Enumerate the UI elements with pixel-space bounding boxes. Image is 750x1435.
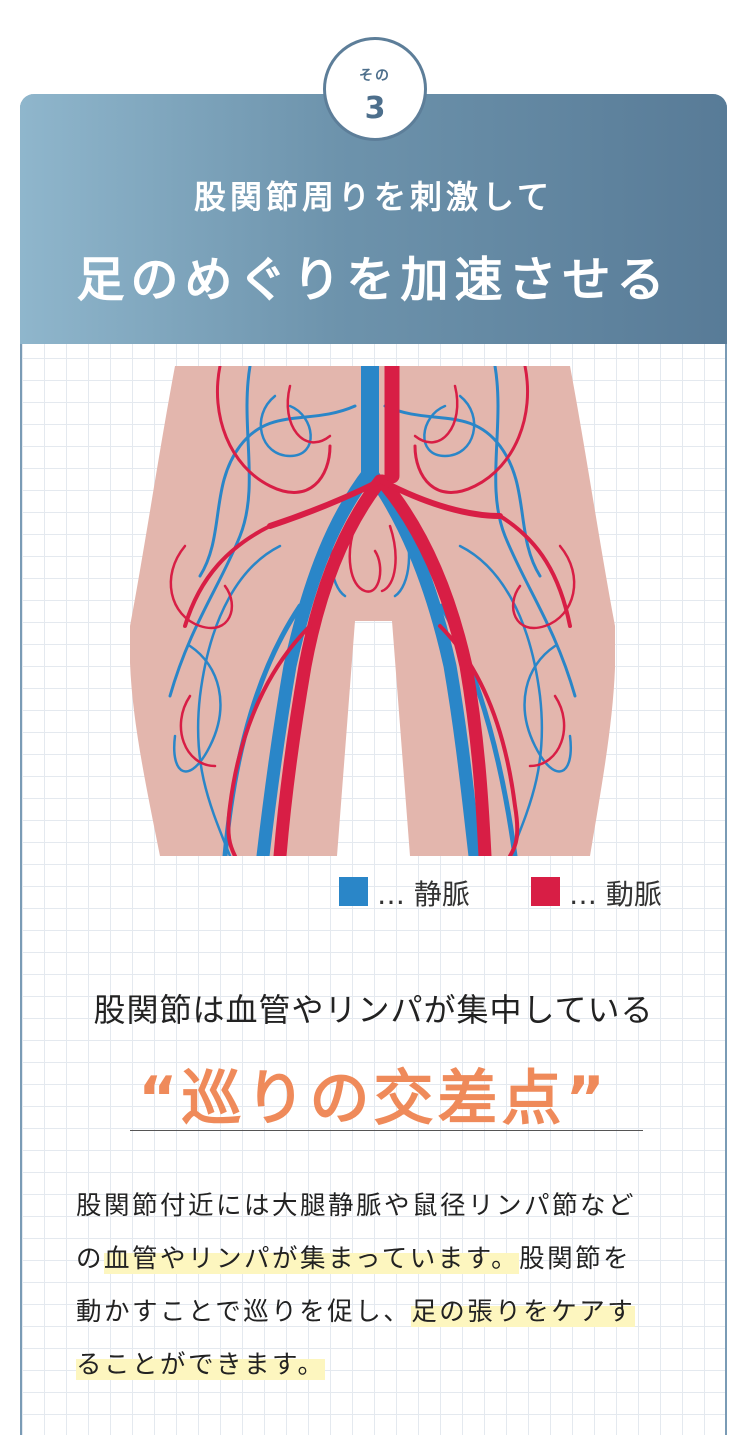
body-line-3: 動かすことで巡りを促し、足の張りをケアす	[76, 1286, 686, 1339]
body-text-span: 股関節を	[519, 1244, 632, 1274]
legend-artery: … 動脈	[531, 873, 691, 911]
marker-highlight: 血管やリンパが集まっています。	[104, 1244, 520, 1274]
body-text-span: の	[76, 1244, 105, 1274]
body-line-1: 股関節付近には大腿静脈や鼠径リンパ節など	[76, 1191, 637, 1221]
body-silhouette	[130, 366, 615, 856]
veins	[168, 366, 577, 856]
badge-label: その	[359, 68, 391, 84]
header-title: 足のめぐりを加速させる	[76, 252, 671, 308]
legend-artery-label: … 動脈	[569, 878, 662, 911]
legend-vein-label: … 静脈	[377, 878, 470, 911]
marker-highlight: ることができます。	[76, 1350, 326, 1380]
badge-number: 3	[364, 91, 386, 126]
header-subtitle: 股関節周りを刺激して	[193, 178, 554, 216]
legend-vein: … 静脈	[339, 873, 499, 911]
hip-vessels-illustration	[130, 366, 615, 856]
body-paragraph: 股関節付近には大腿静脈や鼠径リンパ節など の血管やリンパが集まっています。股関節…	[76, 1180, 686, 1392]
vein-swatch	[339, 877, 368, 906]
marker-highlight: 足の張りをケアす	[411, 1297, 636, 1327]
title-underline	[130, 1130, 643, 1131]
highlight-title: “巡りの交差点”	[138, 1064, 609, 1134]
arteries	[169, 366, 576, 856]
artery-swatch	[531, 877, 560, 906]
step-badge: その 3	[323, 37, 427, 141]
lead-text: 股関節は血管やリンパが集中している	[93, 991, 654, 1029]
body-text-span: 動かすことで巡りを促し、	[76, 1297, 412, 1327]
body-line-4: ることができます。	[76, 1339, 686, 1392]
body-line-2: の血管やリンパが集まっています。股関節を	[76, 1233, 686, 1286]
